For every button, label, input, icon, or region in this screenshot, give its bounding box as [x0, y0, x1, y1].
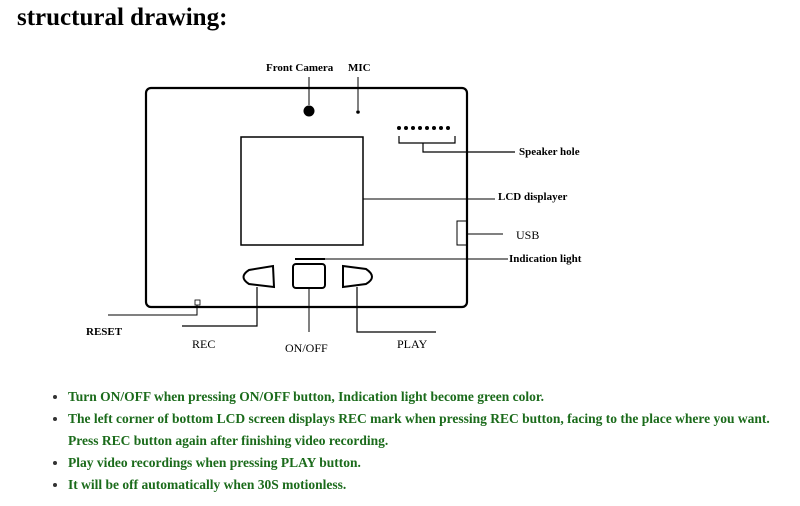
- reset-leader: [108, 305, 198, 316]
- mic-label: MIC: [348, 62, 371, 74]
- mic-dot: [356, 110, 360, 114]
- usb-port: [456, 220, 467, 246]
- speaker-hole-label: Speaker hole: [519, 146, 580, 158]
- front-camera-label: Front Camera: [266, 62, 334, 74]
- play-button-shape: [342, 264, 373, 289]
- front-camera-dot: [303, 105, 315, 117]
- play-label: PLAY: [397, 337, 428, 351]
- rec-label: REC: [192, 337, 215, 351]
- usb-label: USB: [516, 228, 539, 242]
- indication-light-label: Indication light: [509, 253, 582, 265]
- device-body: [144, 86, 469, 309]
- instruction-item: It will be off automatically when 30S mo…: [68, 474, 788, 496]
- play-leader: [356, 287, 436, 333]
- on-off-button-shape: [292, 263, 326, 289]
- instruction-item: The left corner of bottom LCD screen dis…: [68, 408, 788, 452]
- page-title: structural drawing:: [17, 4, 228, 31]
- instruction-list: Turn ON/OFF when pressing ON/OFF button,…: [50, 386, 788, 496]
- lcd-screen: [240, 136, 364, 246]
- speaker-bracket: [398, 136, 515, 153]
- instruction-item: Turn ON/OFF when pressing ON/OFF button,…: [68, 386, 788, 408]
- instruction-item: Play video recordings when pressing PLAY…: [68, 452, 788, 474]
- rec-leader: [182, 287, 258, 327]
- on-off-label: ON/OFF: [285, 341, 328, 355]
- reset-hole: [194, 299, 201, 306]
- lcd-displayer-label: LCD displayer: [498, 191, 567, 203]
- device-structure-diagram: Front Camera MIC Speaker hole LCD displa…: [86, 62, 582, 355]
- rec-button-shape: [242, 264, 276, 289]
- speaker-holes: [397, 126, 450, 130]
- reset-label: RESET: [86, 326, 123, 338]
